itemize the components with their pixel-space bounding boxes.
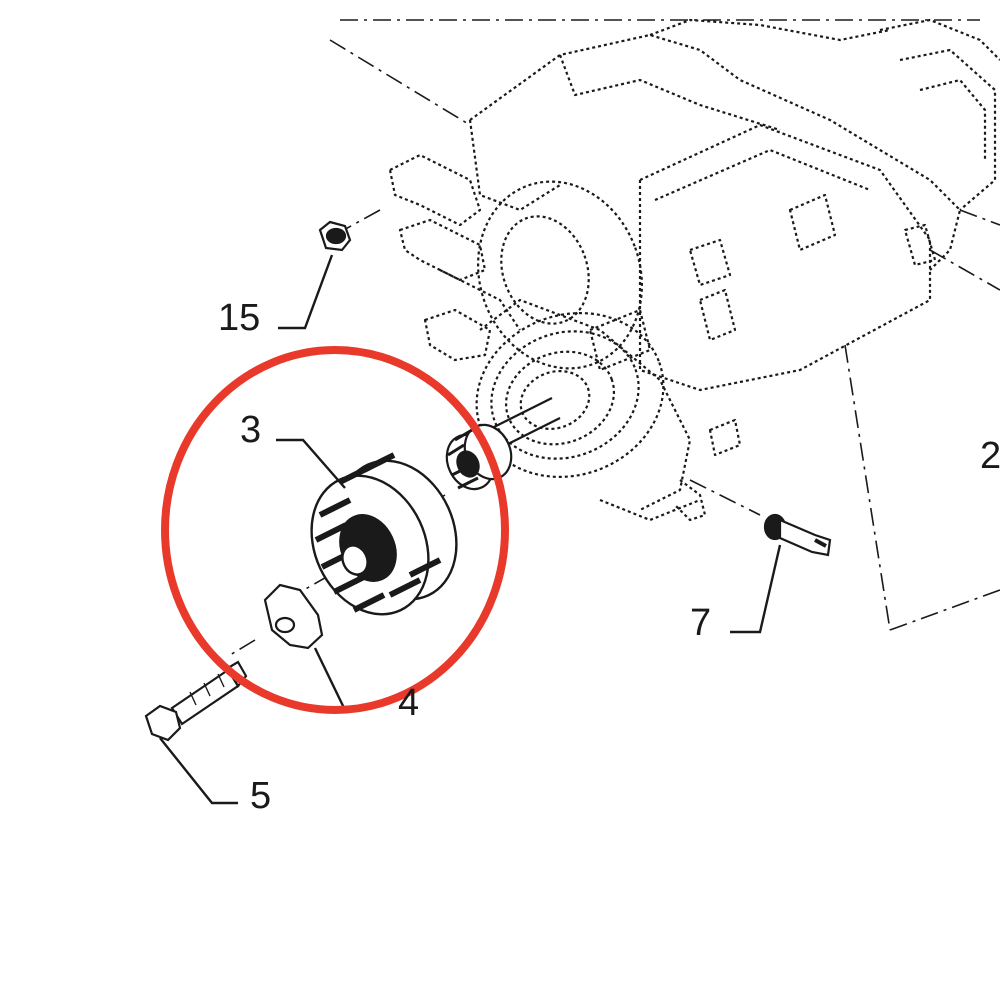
part-3-gear: [310, 452, 458, 616]
shaft: [491, 397, 561, 449]
leader-5: [159, 737, 238, 805]
leader-4: [313, 647, 347, 711]
part-7-sensor: [763, 513, 832, 557]
label-part-4: 4: [398, 682, 419, 724]
leader-7: [730, 544, 782, 634]
highlight-circle: [161, 346, 509, 714]
label-part-2: 2: [980, 435, 1000, 477]
label-part-7: 7: [690, 602, 711, 644]
leader-15: [278, 254, 334, 330]
leader-3: [276, 438, 346, 489]
part-4-washer: [263, 583, 324, 650]
label-part-3: 3: [240, 409, 261, 451]
shaft-pinion-gear: [445, 423, 513, 491]
motor-housing-assembly: [388, 18, 1000, 522]
label-part-5: 5: [250, 775, 271, 817]
leader-lines: [159, 254, 782, 805]
part-15-nut: [318, 220, 352, 252]
label-part-15: 15: [218, 297, 260, 339]
